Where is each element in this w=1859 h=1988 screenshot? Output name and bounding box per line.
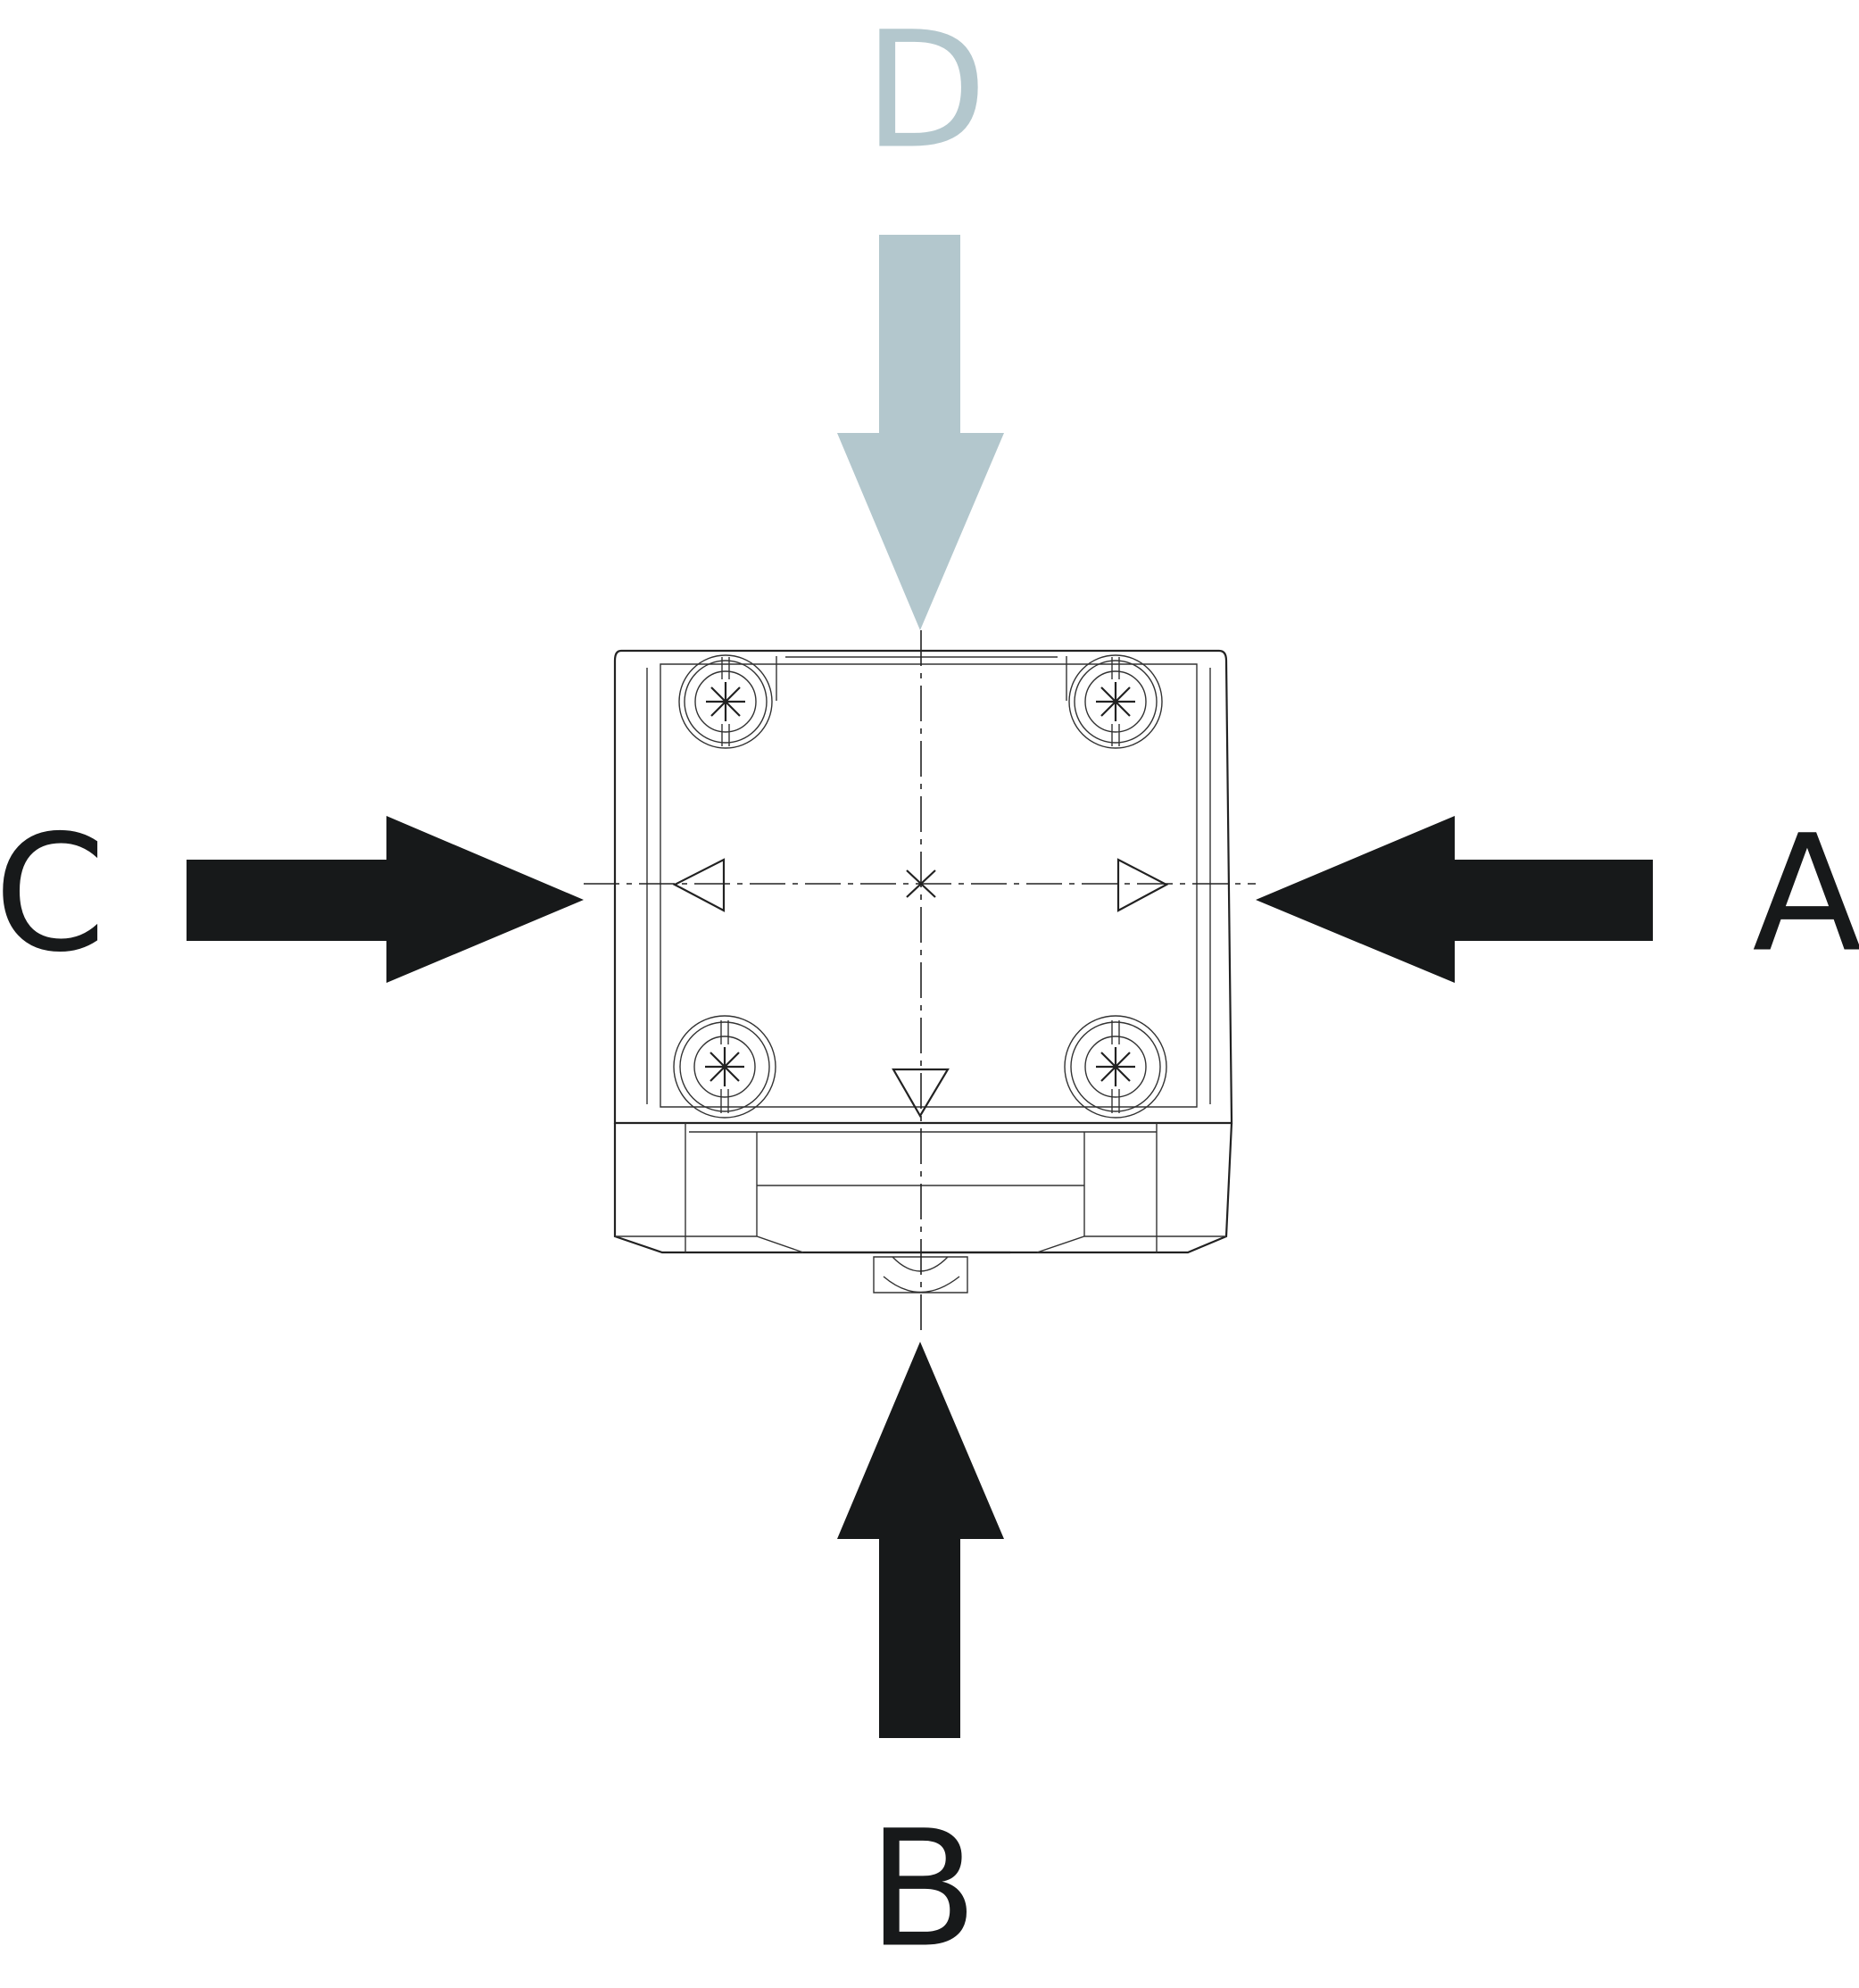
label-d: D [864, 0, 988, 185]
label-b: B [867, 1797, 978, 1984]
triangle-marker-right-icon [1116, 858, 1169, 912]
triangle-marker-left-icon [672, 858, 726, 912]
screw-top-right [1068, 654, 1163, 749]
arrow-b-icon [837, 1342, 1004, 1738]
label-a: A [1752, 802, 1859, 988]
screw-bottom-right [1064, 1015, 1167, 1119]
screw-top-left [678, 654, 773, 749]
arrow-c-icon [187, 816, 584, 983]
label-c: C [0, 802, 106, 988]
arrow-a-icon [1256, 816, 1653, 983]
center-mark-icon [906, 869, 936, 898]
triangle-marker-bottom-icon [892, 1068, 950, 1119]
device-body [613, 649, 1233, 1293]
screw-bottom-left [673, 1015, 776, 1119]
arrow-d-icon [837, 235, 1004, 630]
